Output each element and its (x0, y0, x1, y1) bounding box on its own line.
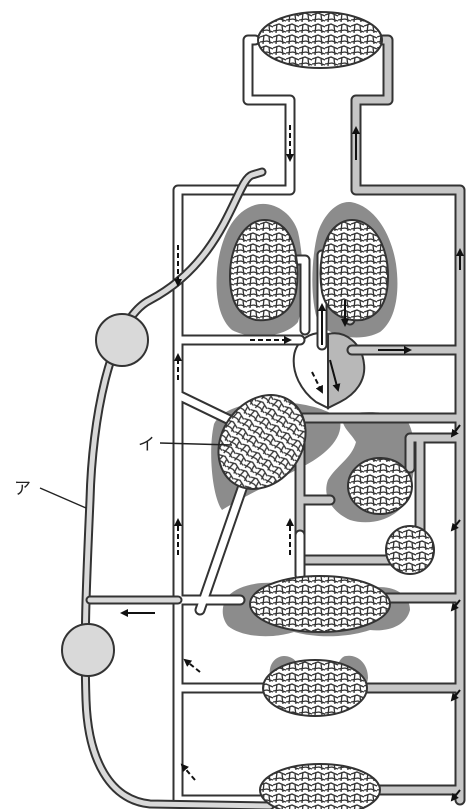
head-capillary-bed (258, 12, 382, 68)
kidney-capillary-bed (263, 660, 367, 716)
lymph-node-lower (62, 624, 114, 676)
heart (294, 333, 365, 408)
lymph-node-upper (96, 314, 148, 366)
arrow-lower-return (182, 765, 195, 780)
label-i: イ (138, 435, 155, 455)
lung-left-capillaries (230, 220, 298, 320)
labels: ア イ (14, 435, 232, 508)
lower-body-capillary-bed (260, 764, 380, 809)
arrow-kidney-return (185, 660, 200, 672)
lung-right-capillaries (321, 220, 389, 320)
label-a-leader (40, 488, 86, 508)
stomach-capillary-bed (348, 458, 412, 514)
spleen-capillary-bed (386, 526, 434, 574)
label-a: ア (14, 479, 31, 499)
intestine-capillary-bed (250, 576, 390, 632)
